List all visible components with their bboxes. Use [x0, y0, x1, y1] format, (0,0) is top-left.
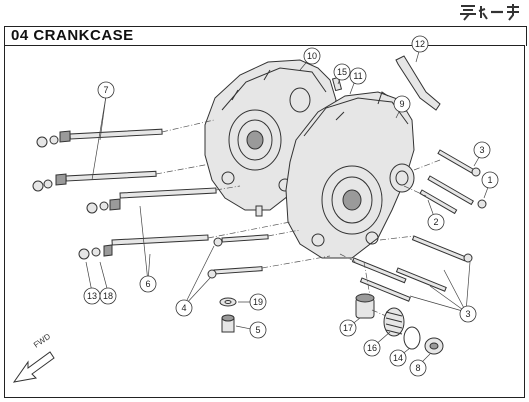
- callout-4-label: 4: [181, 303, 186, 313]
- callout-15-label: 15: [337, 67, 347, 77]
- callout-16-label: 16: [367, 343, 377, 353]
- assembly-lines: [155, 119, 441, 317]
- callout-9-label: 9: [399, 99, 404, 109]
- callout-3a-label: 3: [479, 145, 484, 155]
- callout-8-label: 8: [415, 363, 420, 373]
- callout-11: 11: [349, 67, 367, 85]
- callout-6: 6: [139, 275, 157, 293]
- title-bar: 04 CRANKCASE: [4, 26, 527, 46]
- small-bolt-and-washer: [219, 297, 237, 333]
- callouts: 7 6 4 13 18 19 5 10 15 11 12 9 3 1 2 3 1…: [83, 35, 499, 377]
- callout-7-label: 7: [103, 85, 108, 95]
- callout-15: 15: [333, 63, 351, 81]
- callout-18: 18: [99, 287, 117, 305]
- callout-13: 13: [83, 287, 101, 305]
- page-title: 04 CRANKCASE: [11, 27, 134, 44]
- right-bolts: [351, 149, 487, 302]
- callout-5-label: 5: [255, 325, 260, 335]
- left-crankcase-half: [204, 59, 337, 211]
- callout-17: 17: [339, 319, 357, 337]
- forward-arrow-icon: FWD: [12, 332, 55, 383]
- short-bolts: [207, 234, 269, 279]
- callout-1: 1: [481, 171, 499, 189]
- callout-14-label: 14: [393, 353, 403, 363]
- callout-19: 19: [249, 293, 267, 311]
- callout-7: 7: [97, 81, 115, 99]
- callout-12-label: 12: [415, 39, 425, 49]
- callout-9: 9: [393, 95, 411, 113]
- callout-3b-label: 3: [465, 309, 470, 319]
- callout-13-label: 13: [87, 291, 97, 301]
- callout-3b: 3: [459, 305, 477, 323]
- allen-key: [395, 55, 441, 111]
- callout-14: 14: [389, 349, 407, 367]
- callout-8: 8: [409, 359, 427, 377]
- oil-drain-assembly: [355, 293, 444, 355]
- leader-lines: [85, 47, 491, 367]
- callout-4: 4: [175, 299, 193, 317]
- callout-16: 16: [363, 339, 381, 357]
- callout-10-label: 10: [307, 51, 317, 61]
- header: [0, 0, 529, 26]
- right-crankcase-half: [285, 91, 415, 259]
- callout-2-label: 2: [433, 217, 438, 227]
- callout-5: 5: [249, 321, 267, 339]
- callout-6-label: 6: [145, 279, 150, 289]
- callout-18-label: 18: [103, 291, 113, 301]
- diagram-frame: [4, 45, 525, 398]
- daytona-logo-icon: [460, 4, 519, 21]
- callout-3a: 3: [473, 141, 491, 159]
- long-bolts: [32, 128, 217, 260]
- callout-19-label: 19: [253, 297, 263, 307]
- fwd-label: FWD: [32, 332, 52, 350]
- callout-11-label: 11: [353, 71, 362, 81]
- callout-2: 2: [427, 213, 445, 231]
- callout-1-label: 1: [487, 175, 492, 185]
- callout-17-label: 17: [343, 323, 353, 333]
- callout-12: 12: [411, 35, 429, 53]
- callout-10: 10: [303, 47, 321, 65]
